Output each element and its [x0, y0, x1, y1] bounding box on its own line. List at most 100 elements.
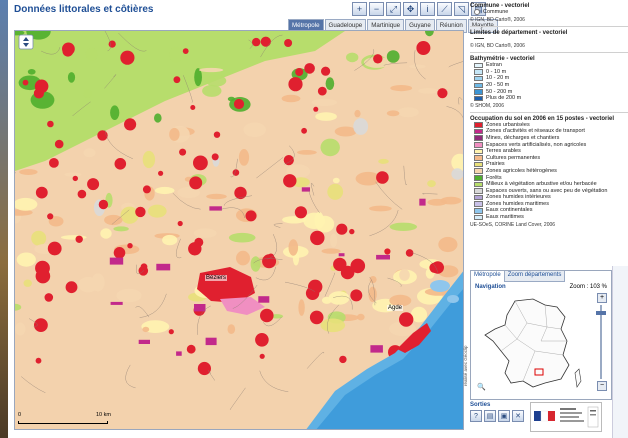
outputs-icons: ?▤▣✕: [470, 410, 610, 422]
nav-tab-1[interactable]: Zoom départements: [504, 271, 566, 282]
land-patch: [369, 276, 377, 284]
urban-area: [65, 281, 78, 294]
legend-swatch: [474, 82, 483, 89]
legend-divider: [470, 111, 628, 113]
urban-area: [186, 344, 196, 354]
help-icon[interactable]: ?: [470, 410, 482, 422]
legend-swatch: [474, 208, 483, 214]
scale-bar-line: [18, 421, 108, 424]
legend-item-label: Espaces ouverts, sans ou avec peu de vég…: [486, 187, 608, 194]
land-patch: [154, 113, 162, 123]
activity-zone: [109, 257, 124, 265]
measure-icon[interactable]: ⟋: [437, 2, 452, 16]
viewport-rectangle[interactable]: [534, 368, 544, 376]
commune-boundary: [175, 238, 182, 259]
info-icon[interactable]: i: [420, 2, 435, 16]
zoom-extent-icon[interactable]: ⤢: [386, 2, 401, 16]
land-patch: [236, 250, 250, 266]
activity-zone: [205, 337, 217, 346]
print-icon[interactable]: ▤: [484, 410, 496, 422]
zoom-minus-button[interactable]: −: [597, 381, 607, 391]
land-patch: [314, 211, 324, 229]
legend-item-label: 10 - 20 m: [486, 75, 510, 82]
land-patch: [386, 50, 400, 63]
commune-boundary: [324, 272, 336, 297]
urban-area: [182, 48, 189, 54]
commune-boundary: [448, 61, 463, 68]
zoom-slider[interactable]: + −: [596, 293, 607, 393]
commune-boundary: [284, 145, 295, 165]
urban-area: [288, 77, 303, 92]
land-cover-map[interactable]: [15, 31, 464, 430]
nav-tab-0[interactable]: Métropole: [471, 271, 505, 282]
urban-area: [168, 329, 174, 335]
land-patch: [325, 77, 335, 90]
legend-item-label: 20 - 50 m: [486, 81, 510, 88]
urban-area: [313, 106, 319, 112]
pan-icon[interactable]: ✥: [403, 2, 418, 16]
zoom-out-icon[interactable]: −: [369, 2, 384, 16]
side-scroll-strip: [612, 266, 628, 438]
commune-boundary: [458, 97, 463, 105]
green-space-beziers: [220, 297, 265, 315]
commune-boundary: [104, 74, 117, 89]
urban-area: [188, 242, 202, 256]
urban-area: [234, 186, 247, 200]
save-icon[interactable]: ▣: [498, 410, 510, 422]
legend-swatch: [474, 69, 483, 75]
urban-area: [72, 175, 78, 182]
urban-area: [35, 357, 42, 364]
commune-symbol-icon: [474, 9, 480, 16]
legend-occupation-title: Occupation du sol en 2006 en 15 postes -…: [470, 115, 615, 122]
tab-mtropole[interactable]: Métropole: [288, 19, 324, 33]
commune-boundary: [263, 316, 282, 327]
activity-zone: [338, 253, 345, 257]
legend-item: Zones humides intérieures: [470, 194, 628, 201]
overview-map[interactable]: 🔍: [475, 295, 593, 393]
legend-swatch: [474, 122, 483, 128]
urban-area: [127, 243, 133, 249]
land-patch: [332, 177, 340, 184]
shrubland-zone: [15, 31, 345, 171]
area-icon[interactable]: ◹: [454, 2, 469, 16]
legend-item-label: Eaux continentales: [486, 207, 533, 214]
zoom-plus-button[interactable]: +: [597, 293, 607, 303]
legend-item-label: Plus de 200 m: [486, 95, 522, 102]
urban-area: [255, 333, 269, 347]
land-patch: [409, 64, 426, 69]
legend-item-label: Eaux maritimes: [486, 214, 524, 221]
zoom-tool-icon[interactable]: 🔍: [477, 382, 486, 391]
commune-boundary: [259, 370, 289, 393]
urban-area: [35, 186, 48, 199]
zoom-track[interactable]: [600, 305, 602, 379]
land-patch: [15, 209, 33, 216]
zoom-in-icon[interactable]: +: [352, 2, 367, 16]
zoom-handle[interactable]: [596, 311, 606, 315]
close-icon[interactable]: ✕: [512, 410, 524, 422]
legend-item-label: Zones agricoles hétérogènes: [486, 167, 557, 174]
commune-boundary: [72, 101, 91, 117]
land-patch: [120, 206, 139, 224]
commune-boundary: [422, 193, 438, 195]
commune-boundary: [197, 305, 211, 335]
land-patch: [83, 89, 92, 98]
urban-area: [34, 318, 48, 332]
legend-item: Zones urbanisées: [470, 122, 628, 129]
commune-boundary: [308, 190, 320, 214]
urban-area: [173, 76, 181, 84]
pan-control-icon: [18, 34, 34, 50]
land-patch: [142, 150, 156, 169]
urban-area: [294, 206, 307, 219]
urban-area: [193, 155, 208, 171]
pan-arrows-icon: [23, 37, 29, 47]
land-patch: [288, 239, 299, 256]
urban-area: [22, 79, 29, 86]
legend-swatch: [474, 201, 483, 207]
legend-item: Eaux maritimes: [470, 214, 628, 221]
land-patch: [281, 94, 301, 103]
map-view[interactable]: Béziers Agde: [14, 30, 464, 430]
land-patch: [410, 306, 428, 323]
legend-swatch: [474, 62, 483, 69]
land-patch: [198, 67, 224, 73]
